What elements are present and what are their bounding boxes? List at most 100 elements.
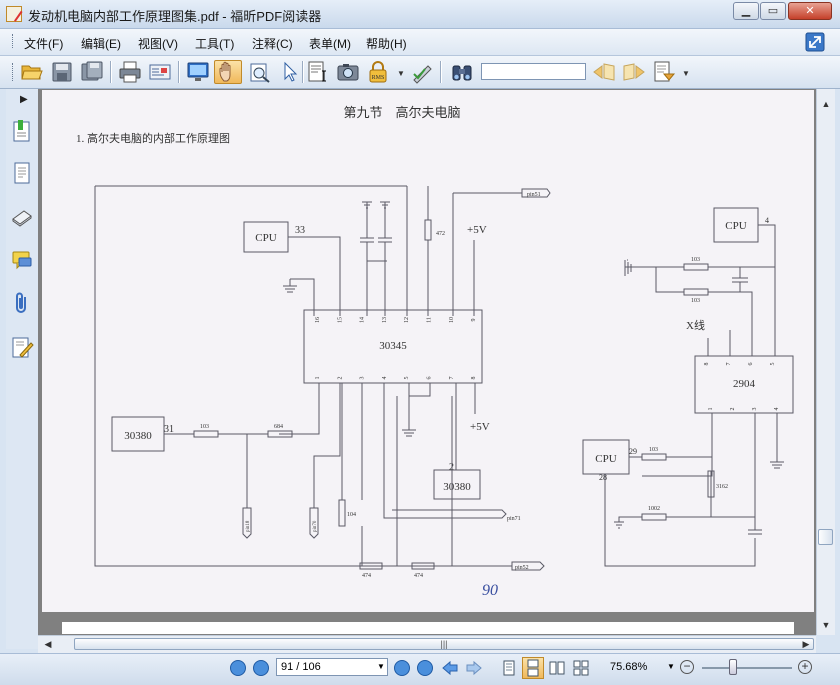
layers-icon[interactable] xyxy=(10,205,34,229)
ic-pin-label: 4 xyxy=(382,377,388,380)
scroll-right-button[interactable]: ▶ xyxy=(802,639,810,649)
scroll-down-button[interactable]: ▼ xyxy=(821,620,831,630)
minimize-button[interactable]: ▁ xyxy=(733,2,759,20)
select-arrow-icon[interactable] xyxy=(278,60,302,84)
email-icon[interactable] xyxy=(148,60,172,84)
ic-30345 xyxy=(303,309,483,384)
pin-number-33: 33 xyxy=(295,225,305,236)
menu-edit[interactable]: 编辑(E) xyxy=(81,37,121,51)
ic-pin-label: 2 xyxy=(730,408,736,411)
ic-pin-label: 10 xyxy=(449,317,455,323)
ic-30345-label: 30345 xyxy=(379,340,407,352)
ic-pin-label: 3 xyxy=(360,377,366,380)
facing-view-icon[interactable] xyxy=(548,659,566,677)
ic-pin-label: 11 xyxy=(427,317,433,323)
pin-number-28: 28 xyxy=(599,473,607,482)
hand-tool-button[interactable] xyxy=(214,60,242,84)
go-back-arrow-icon[interactable] xyxy=(441,659,459,677)
pin51-tag xyxy=(521,188,551,198)
resistor-103-left xyxy=(193,430,219,438)
rms-dropdown-arrow[interactable]: ▼ xyxy=(397,69,405,78)
page-dropdown-arrow[interactable]: ▼ xyxy=(377,662,385,671)
section-title: 第九节 高尔夫电脑 xyxy=(343,105,460,120)
menu-tools[interactable]: 工具(T) xyxy=(195,37,235,51)
zoom-level[interactable]: 75.68% xyxy=(610,661,648,673)
ic-pin-label: 6 xyxy=(427,377,433,380)
pin-number-31: 31 xyxy=(164,424,174,435)
rms-lock-icon[interactable]: RMS xyxy=(366,60,390,84)
previous-page-icon[interactable] xyxy=(253,660,269,676)
menu-file[interactable]: 文件(F) xyxy=(24,37,64,51)
continuous-facing-view-icon[interactable] xyxy=(572,659,590,677)
page-number-input[interactable] xyxy=(276,658,388,676)
menu-grip[interactable] xyxy=(12,34,16,48)
ground-symbol-right xyxy=(624,259,632,276)
pin-number-4: 4 xyxy=(765,216,769,225)
comments-icon[interactable] xyxy=(10,249,34,273)
zoom-out-button[interactable]: − xyxy=(680,660,694,674)
toolbar-grip[interactable] xyxy=(12,63,16,81)
resistor-684-label: 684 xyxy=(274,424,283,430)
single-page-view-icon[interactable] xyxy=(500,659,518,677)
menu-help[interactable]: 帮助(H) xyxy=(366,37,407,51)
title-bar: 发动机电脑内部工作原理图集.pdf - 福昕PDF阅读器 ▁ ▭ ✕ xyxy=(0,0,840,29)
next-page-icon[interactable] xyxy=(394,660,410,676)
toolbar-separator xyxy=(302,61,304,83)
monitor-icon[interactable] xyxy=(186,60,210,84)
close-button[interactable]: ✕ xyxy=(788,2,832,20)
resistor-104 xyxy=(338,499,346,527)
sidebar-expand-arrow[interactable]: ▶ xyxy=(20,94,28,105)
menu-form[interactable]: 表单(M) xyxy=(309,37,351,51)
menu-view[interactable]: 视图(V) xyxy=(138,37,178,51)
scroll-up-button[interactable]: ▲ xyxy=(821,99,831,109)
go-forward-arrow-icon[interactable] xyxy=(465,659,483,677)
pin71-tag xyxy=(392,509,507,519)
print-icon[interactable] xyxy=(118,60,142,84)
pin18-label: pin18 xyxy=(246,520,251,532)
scroll-left-button[interactable]: ◀ xyxy=(44,639,52,649)
bookmarks-icon[interactable] xyxy=(10,119,34,143)
resistor-474-a-label: 474 xyxy=(362,573,371,579)
zoom-slider-thumb[interactable] xyxy=(729,659,737,675)
horizontal-scroll-thumb[interactable]: ||| xyxy=(74,638,814,650)
first-page-icon[interactable] xyxy=(230,660,246,676)
signature-icon[interactable] xyxy=(10,335,34,359)
fullscreen-icon[interactable] xyxy=(805,32,825,52)
search-options-icon[interactable] xyxy=(652,60,676,84)
continuous-view-button[interactable] xyxy=(522,657,544,679)
sign-pen-icon[interactable] xyxy=(410,60,434,84)
ic-pin-label: 7 xyxy=(449,377,455,380)
ic-2904 xyxy=(694,355,794,414)
search-options-dropdown[interactable]: ▼ xyxy=(682,69,690,78)
save-as-icon[interactable] xyxy=(80,60,104,84)
pages-thumbnail-icon[interactable] xyxy=(10,161,34,185)
horizontal-scrollbar[interactable]: ◀ ||| ▶ xyxy=(38,635,816,653)
zoom-slider-track[interactable] xyxy=(702,667,792,669)
attachment-paperclip-icon[interactable] xyxy=(10,291,34,315)
pin51-label: pin51 xyxy=(527,192,541,198)
ic-pin-label: 13 xyxy=(382,317,388,323)
ic-30380-left-label: 30380 xyxy=(124,430,152,442)
search-input[interactable] xyxy=(481,63,586,80)
find-next-icon[interactable] xyxy=(622,60,646,84)
menu-comment[interactable]: 注释(C) xyxy=(252,37,293,51)
zoom-in-button[interactable]: + xyxy=(798,660,812,674)
maximize-button[interactable]: ▭ xyxy=(760,2,786,20)
open-folder-icon[interactable] xyxy=(20,60,44,84)
find-previous-icon[interactable] xyxy=(592,60,616,84)
ic-pin-label: 4 xyxy=(774,408,780,411)
resistor-3162-label: 3162 xyxy=(716,484,728,490)
text-select-icon[interactable] xyxy=(306,60,330,84)
vertical-scrollbar[interactable]: ▲ ▼ xyxy=(816,89,835,635)
find-binoculars-icon[interactable] xyxy=(450,60,474,84)
last-page-icon[interactable] xyxy=(417,660,433,676)
zoom-glasses-icon[interactable] xyxy=(248,60,272,84)
vertical-scroll-thumb[interactable] xyxy=(818,529,833,545)
snapshot-camera-icon[interactable] xyxy=(336,60,360,84)
save-disk-icon[interactable] xyxy=(50,60,74,84)
zoom-dropdown-arrow[interactable]: ▼ xyxy=(667,662,675,671)
document-heading: 1. 高尔夫电脑的内部工作原理图 xyxy=(76,131,230,145)
next-pdf-page[interactable] xyxy=(62,622,794,634)
